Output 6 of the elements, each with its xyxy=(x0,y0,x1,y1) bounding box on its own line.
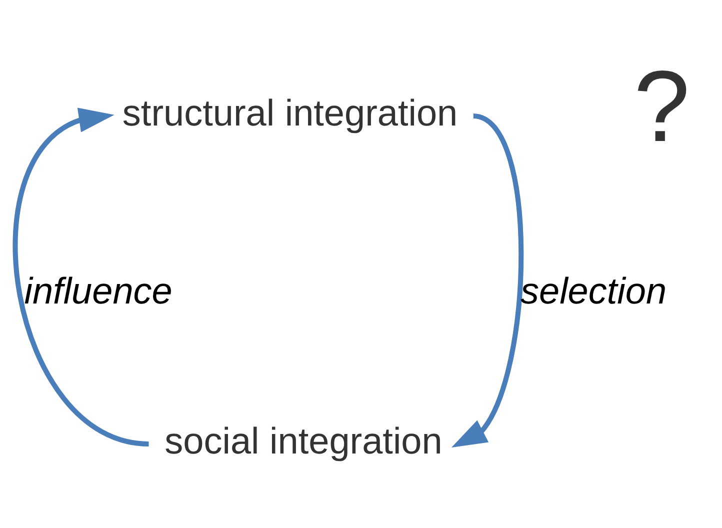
node-text: structural integration xyxy=(122,92,458,134)
edge-label: influence xyxy=(24,270,172,312)
label: ? xyxy=(634,51,690,164)
arrow xyxy=(451,114,524,448)
arrow xyxy=(13,108,150,446)
node-text: social integration xyxy=(164,420,442,462)
